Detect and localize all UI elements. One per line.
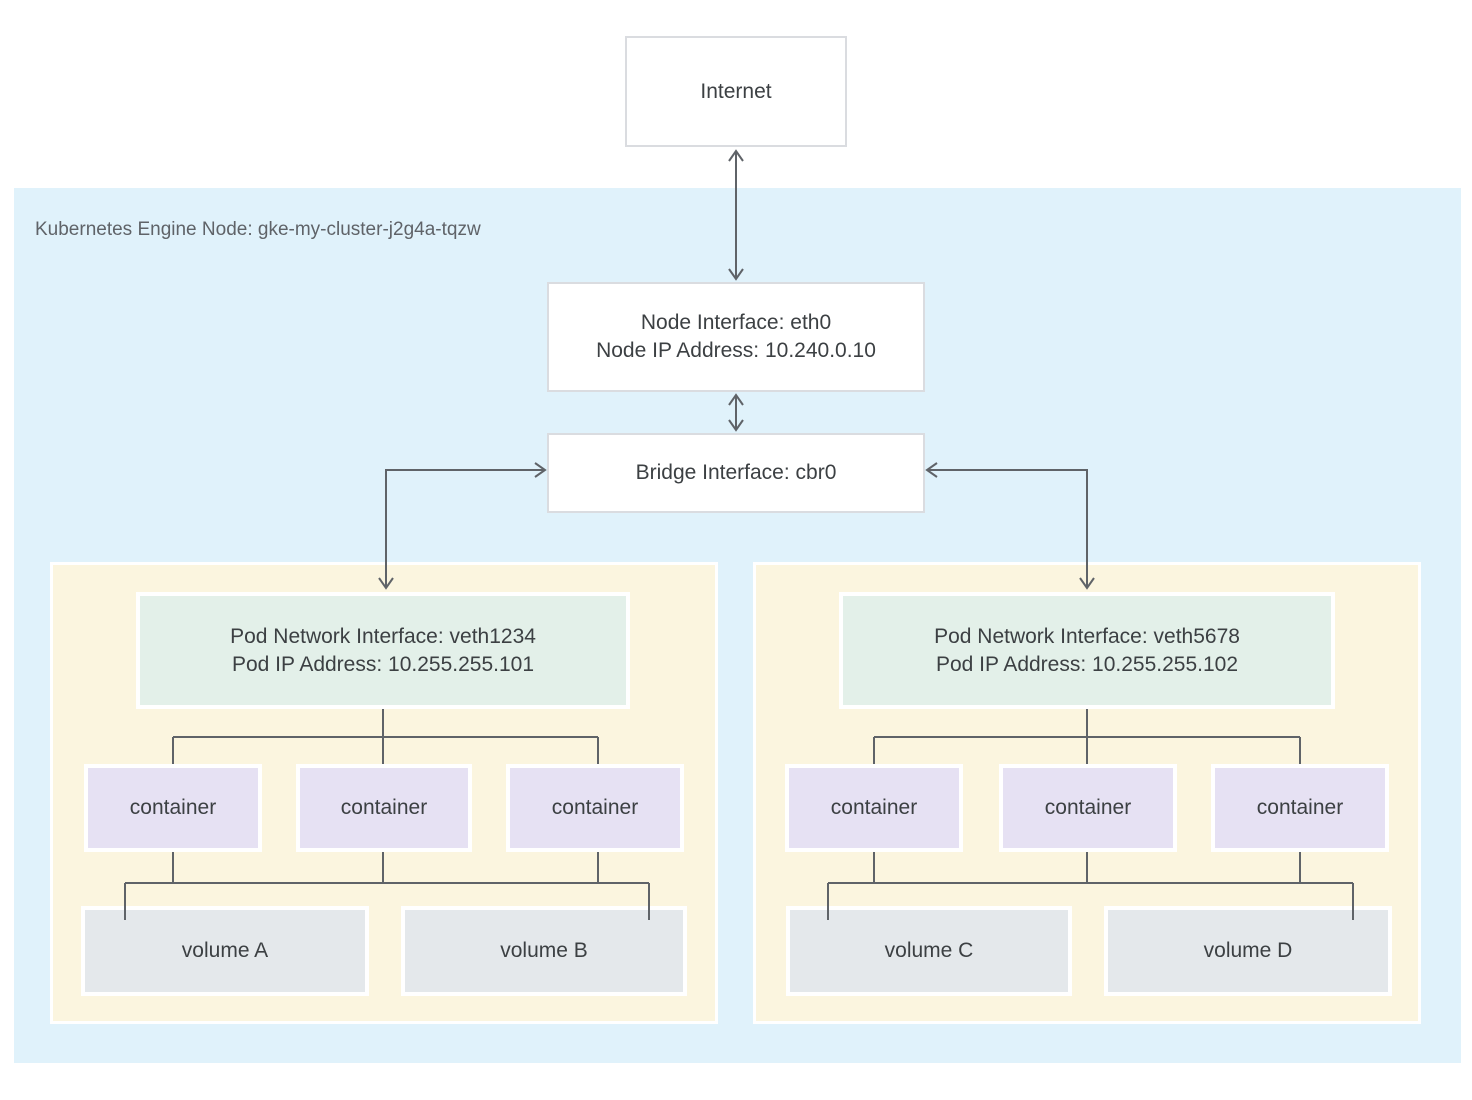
bridge-interface-label: Bridge Interface: cbr0: [635, 461, 837, 484]
pod-1-volume-a-label: volume A: [181, 939, 269, 962]
pod-1-network-interface-box: Pod Network Interface: veth1234 Pod IP A…: [136, 592, 630, 709]
pod-2-volume-d: volume D: [1104, 906, 1392, 996]
node-ip-address: Node IP Address: 10.240.0.10: [596, 339, 876, 362]
pod-2-volume-c: volume C: [786, 906, 1072, 996]
pod-2-interface-name: Pod Network Interface: veth5678: [934, 624, 1240, 648]
pod-2-volume-d-label: volume D: [1203, 939, 1293, 962]
pod-2-network-interface-box: Pod Network Interface: veth5678 Pod IP A…: [839, 592, 1335, 709]
pod-1-volume-a: volume A: [81, 906, 369, 996]
pod-2-container-1: container: [785, 764, 963, 852]
pod-1-container-3: container: [506, 764, 684, 852]
node-interface-name: Node Interface: eth0: [640, 311, 832, 334]
pod-2-container-1-label: container: [830, 796, 918, 819]
pod-1-container-1-label: container: [129, 796, 217, 819]
pod-1-interface-name: Pod Network Interface: veth1234: [230, 624, 536, 648]
pod-1-container-3-label: container: [551, 796, 639, 819]
internet-label: Internet: [700, 79, 772, 103]
pod-1-ip-address: Pod IP Address: 10.255.255.101: [231, 652, 535, 676]
pod-2-container-2: container: [999, 764, 1177, 852]
pod-1-volume-b: volume B: [401, 906, 687, 996]
pod-2-container-2-label: container: [1044, 796, 1132, 819]
pod-2-volume-c-label: volume C: [884, 939, 974, 962]
node-interface-box: Node Interface: eth0 Node IP Address: 10…: [547, 282, 925, 392]
pod-1-volume-b-label: volume B: [500, 939, 588, 962]
pod-2-container-3-label: container: [1256, 796, 1344, 819]
pod-1-container-2-label: container: [340, 796, 428, 819]
pod-1-container-2: container: [296, 764, 472, 852]
kubernetes-node-label: Kubernetes Engine Node: gke-my-cluster-j…: [35, 219, 481, 240]
pod-1-container-1: container: [84, 764, 262, 852]
bridge-interface-box: Bridge Interface: cbr0: [547, 433, 925, 513]
pod-2-container-3: container: [1211, 764, 1389, 852]
pod-2-ip-address: Pod IP Address: 10.255.255.102: [935, 652, 1239, 676]
internet-box: Internet: [625, 36, 847, 147]
